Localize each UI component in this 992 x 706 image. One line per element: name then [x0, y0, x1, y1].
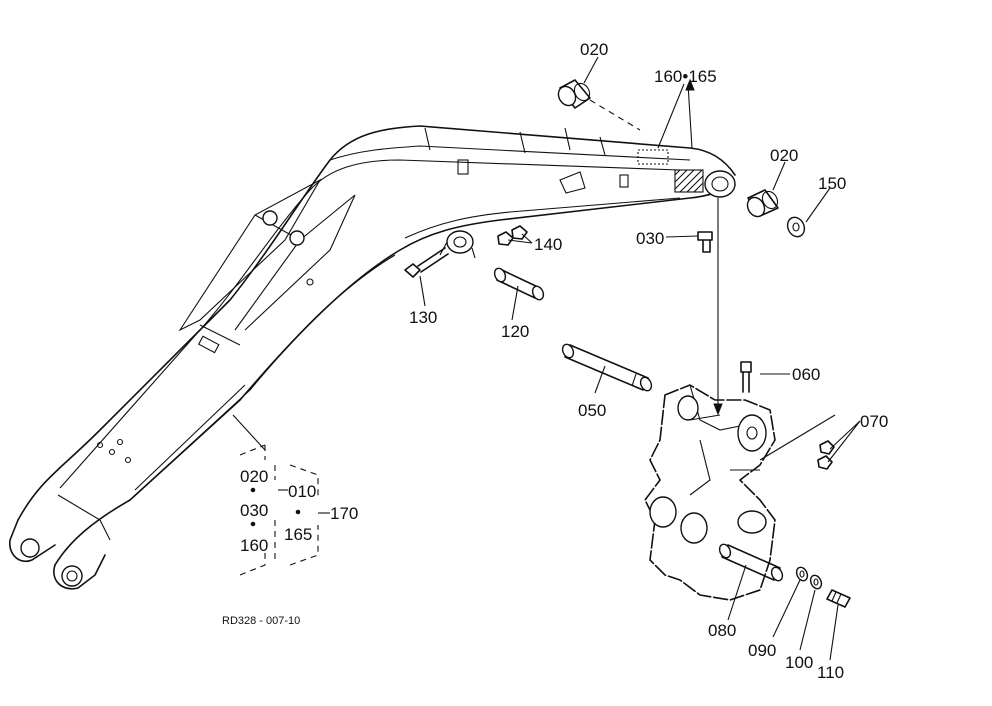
label-160-165: 160•165 [654, 67, 717, 86]
part-labels: 020 160•165 020 150 030 140 130 120 060 … [409, 40, 888, 682]
washers-090-100 [795, 566, 823, 590]
kit-sub-010: 010 [288, 482, 316, 501]
label-110: 110 [817, 663, 844, 682]
label-140: 140 [534, 235, 562, 254]
boom-arm [9, 125, 736, 590]
kit-brackets [239, 444, 330, 576]
pin-080 [718, 543, 784, 582]
leader-lines [232, 56, 861, 661]
kit-labels: 020 030 160 010 165 170 [240, 467, 358, 555]
label-020-top: 020 [580, 40, 608, 59]
label-080: 080 [708, 621, 736, 640]
nuts-140 [497, 225, 528, 246]
swing-bracket [644, 384, 776, 601]
bushing-020-top [557, 79, 641, 131]
label-030: 030 [636, 229, 664, 248]
label-020-right: 020 [770, 146, 798, 165]
label-150: 150 [818, 174, 846, 193]
kit-item-030: 030 [240, 501, 268, 520]
label-130: 130 [409, 308, 437, 327]
kit-item-020: 020 [240, 467, 268, 486]
kit-item-160: 160 [240, 536, 268, 555]
label-090: 090 [748, 641, 776, 660]
kit-170: 170 [330, 504, 358, 523]
bolt-110 [826, 589, 851, 608]
label-070: 070 [860, 412, 888, 431]
bushing-020-right [746, 189, 779, 218]
label-050: 050 [578, 401, 606, 420]
kit-item-165: 165 [284, 525, 312, 544]
bolt-060 [740, 361, 752, 393]
nuts-070 [817, 440, 835, 470]
label-120: 120 [501, 322, 529, 341]
pin-120 [493, 267, 545, 301]
hatched-block [674, 169, 704, 193]
label-100: 100 [785, 653, 813, 672]
washer-150 [786, 216, 806, 238]
bolt-130 [404, 247, 449, 278]
grease-fitting-030 [697, 231, 713, 253]
pin-050 [561, 343, 653, 392]
drawing-code: RD328 - 007-10 [222, 615, 300, 627]
label-060: 060 [792, 365, 820, 384]
